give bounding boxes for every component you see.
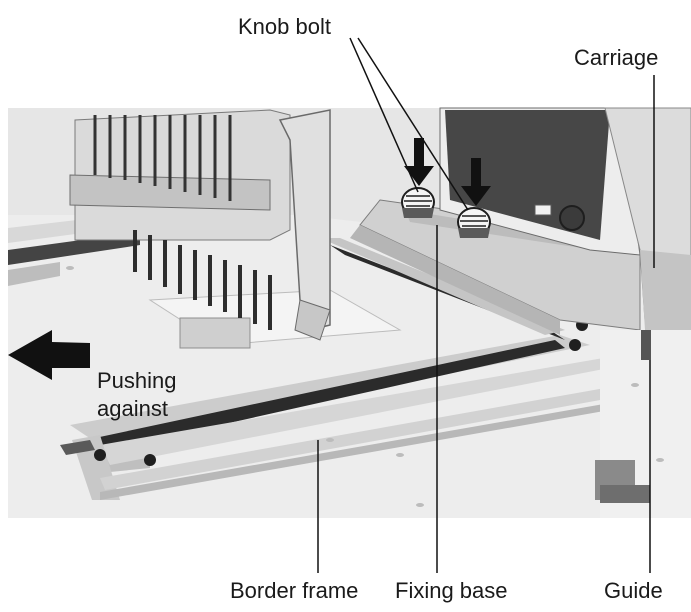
label-knob-bolt: Knob bolt (238, 14, 331, 39)
label-pushing-line1: Pushing (97, 368, 177, 393)
knob-arrow-right (461, 158, 491, 206)
knob-bolt-right (457, 207, 491, 238)
label-guide: Guide (604, 578, 663, 603)
machine-illustration (8, 107, 691, 518)
label-fixing-base: Fixing base (395, 578, 508, 603)
leader-knob-bolt-left (349, 37, 419, 193)
label-carriage: Carriage (574, 45, 659, 70)
carriage-shape (350, 107, 691, 335)
label-pushing-line2: against (97, 396, 168, 421)
leader-lines (317, 37, 655, 573)
knob-bolt-left (401, 187, 435, 218)
leader-knob-bolt-right (357, 37, 469, 211)
needle-row (133, 230, 272, 330)
pushing-arrow (8, 330, 90, 380)
needle-plate (179, 317, 251, 349)
guide-shape (641, 330, 651, 360)
table-holes (66, 266, 664, 507)
left-frame-lower (8, 262, 60, 286)
border-frame-shape (60, 238, 655, 500)
knob-arrow-left (404, 138, 434, 186)
label-border-frame: Border frame (230, 578, 359, 603)
machine-head (69, 109, 331, 341)
needle-bars (93, 115, 232, 201)
base-foot-shadow (600, 485, 650, 503)
